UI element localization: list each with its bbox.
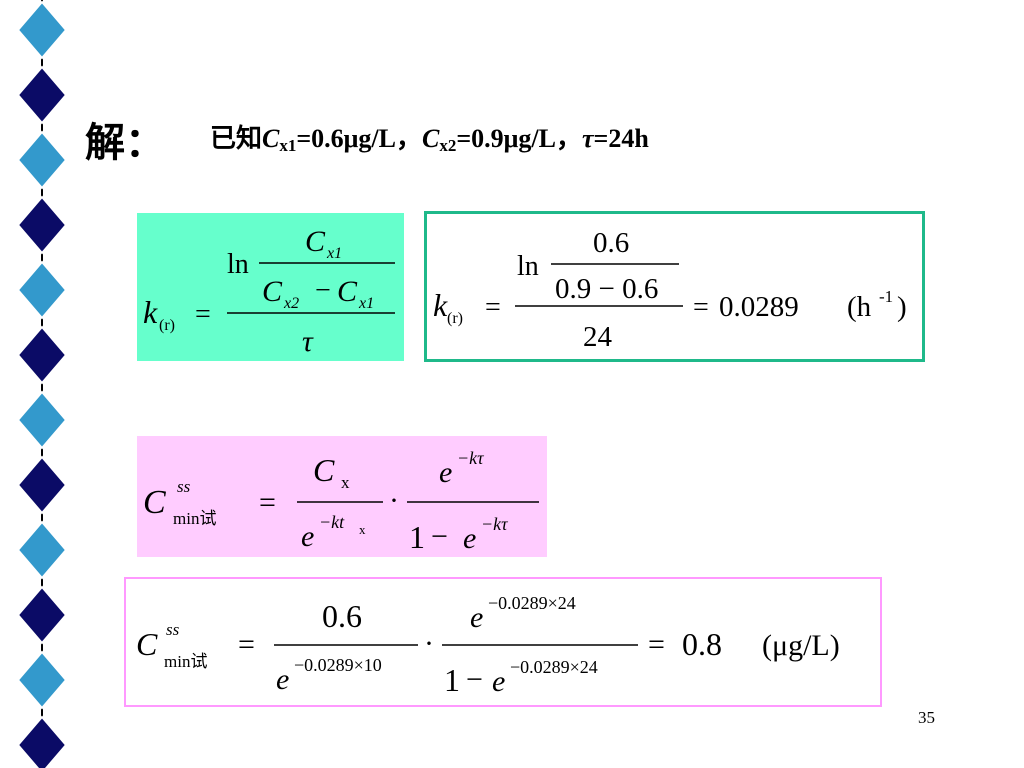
denominator-e-2: e bbox=[463, 522, 476, 555]
ln-label: ln bbox=[517, 251, 539, 282]
diamond-shape bbox=[16, 65, 68, 125]
denominator-e: e bbox=[301, 520, 314, 553]
minus-sign: − bbox=[431, 520, 448, 553]
numerator-c: C bbox=[305, 225, 326, 258]
multiply-dot: · bbox=[424, 627, 434, 660]
denominator-exponent-subscript: x bbox=[359, 522, 366, 537]
given-tau-symbol: τ bbox=[581, 124, 594, 153]
given-tau-value: =24h bbox=[593, 124, 649, 153]
denominator-exponent: −kt bbox=[319, 512, 345, 532]
numerator-exponent: −kτ bbox=[457, 448, 484, 468]
denominator-value: 24 bbox=[583, 321, 613, 353]
css-superscript: ss bbox=[177, 477, 191, 496]
k-subscript: (r) bbox=[159, 317, 175, 334]
diamond-shape bbox=[16, 130, 68, 190]
solution-heading: 解： bbox=[85, 120, 165, 166]
one: 1 bbox=[444, 662, 460, 698]
equals-sign: = bbox=[195, 299, 211, 330]
diamond-border-decoration bbox=[16, 0, 68, 768]
diamond-shape bbox=[16, 650, 68, 710]
formula-k-general-box: k (r) = ln C x1 C x2 − C x1 τ bbox=[137, 213, 404, 361]
equals-sign: = bbox=[238, 628, 255, 661]
numerator-subscript: x1 bbox=[326, 245, 342, 262]
diamond-shape bbox=[16, 390, 68, 450]
numerator-value: 0.6 bbox=[593, 227, 629, 259]
tau-symbol: τ bbox=[302, 325, 314, 358]
given-c2-subscript: x2 bbox=[439, 136, 457, 155]
numerator-c: C bbox=[313, 452, 335, 488]
one: 1 bbox=[409, 519, 425, 555]
minus-sign: − bbox=[466, 663, 483, 696]
equals-sign-2: = bbox=[693, 292, 709, 323]
k-result: 0.0289 bbox=[719, 291, 799, 323]
denominator-subscript-x1: x1 bbox=[358, 295, 374, 312]
diamond-shape bbox=[16, 325, 68, 385]
given-c1-symbol: C bbox=[262, 124, 280, 153]
numerator-e: e bbox=[439, 456, 452, 489]
equals-sign-2: = bbox=[648, 628, 665, 661]
denominator-c1: C bbox=[337, 275, 358, 308]
denominator-e: e bbox=[276, 663, 289, 696]
denominator-exponent-2: −kτ bbox=[481, 514, 508, 534]
k-symbol: k bbox=[143, 294, 158, 330]
unit-label: (h bbox=[847, 291, 872, 323]
given-c2-symbol: C bbox=[421, 124, 440, 153]
denominator-subscript-x2: x2 bbox=[283, 295, 299, 312]
unit-label: (μg/L) bbox=[762, 629, 840, 662]
multiply-dot: · bbox=[389, 484, 399, 517]
formula-css-numeric-box: C ss min试 = 0.6 e −0.0289×10 · e −0.0289… bbox=[124, 577, 882, 707]
minus-sign: − bbox=[315, 275, 331, 306]
page-number: 35 bbox=[918, 708, 935, 727]
ln-label: ln bbox=[227, 249, 249, 280]
diamond-shape bbox=[16, 195, 68, 255]
min-subscript: min试 bbox=[173, 509, 216, 528]
numerator-subscript: x bbox=[341, 473, 350, 492]
inner-denominator: 0.9 − 0.6 bbox=[555, 273, 658, 305]
min-subscript: min试 bbox=[164, 652, 207, 671]
given-prefix: 已知 bbox=[210, 124, 263, 154]
equals-sign: = bbox=[485, 292, 501, 323]
equals-sign: = bbox=[259, 486, 276, 519]
diamond-shape bbox=[16, 455, 68, 515]
css-superscript: ss bbox=[166, 620, 180, 639]
formula-k-numeric: k (r) = ln 0.6 0.9 − 0.6 24 = 0.0289 (h … bbox=[433, 227, 907, 353]
c-symbol: C bbox=[136, 626, 158, 662]
denominator-e-2: e bbox=[492, 665, 505, 698]
numerator-e: e bbox=[470, 601, 483, 634]
formula-k-numeric-box: k (r) = ln 0.6 0.9 − 0.6 24 = 0.0289 (h … bbox=[424, 211, 925, 362]
formula-k-general: k (r) = ln C x1 C x2 − C x1 τ bbox=[143, 225, 395, 358]
formula-css-general: C ss min试 = C x e −kt x · e −kτ 1 − e −k… bbox=[143, 448, 539, 555]
k-subscript: (r) bbox=[447, 310, 463, 327]
diamond-shape bbox=[16, 520, 68, 580]
denominator-exponent-2: −0.0289×24 bbox=[510, 657, 598, 677]
given-c1-value: =0.6μg/L， bbox=[296, 124, 422, 153]
unit-exponent: -1 bbox=[879, 287, 893, 306]
formula-css-general-box: C ss min试 = C x e −kt x · e −kτ 1 − e −k… bbox=[137, 436, 547, 557]
numerator-exponent: −0.0289×24 bbox=[488, 593, 576, 613]
formula-css-numeric: C ss min试 = 0.6 e −0.0289×10 · e −0.0289… bbox=[136, 593, 840, 698]
unit-close: ) bbox=[897, 291, 907, 323]
k-symbol: k bbox=[433, 287, 448, 323]
denominator-exponent: −0.0289×10 bbox=[294, 655, 382, 675]
diamond-shape bbox=[16, 260, 68, 320]
denominator-c2: C bbox=[262, 275, 283, 308]
given-c2-value: =0.9μg/L， bbox=[456, 124, 582, 153]
css-result: 0.8 bbox=[682, 626, 722, 662]
given-conditions: 已知Cx1=0.6μg/L，Cx2=0.9μg/L，τ=24h bbox=[210, 118, 649, 156]
diamond-shape bbox=[16, 585, 68, 645]
numerator-value: 0.6 bbox=[322, 598, 362, 634]
c-symbol: C bbox=[143, 484, 166, 521]
diamond-shape bbox=[16, 715, 68, 768]
diamond-shape bbox=[16, 0, 68, 60]
given-c1-subscript: x1 bbox=[279, 136, 297, 155]
